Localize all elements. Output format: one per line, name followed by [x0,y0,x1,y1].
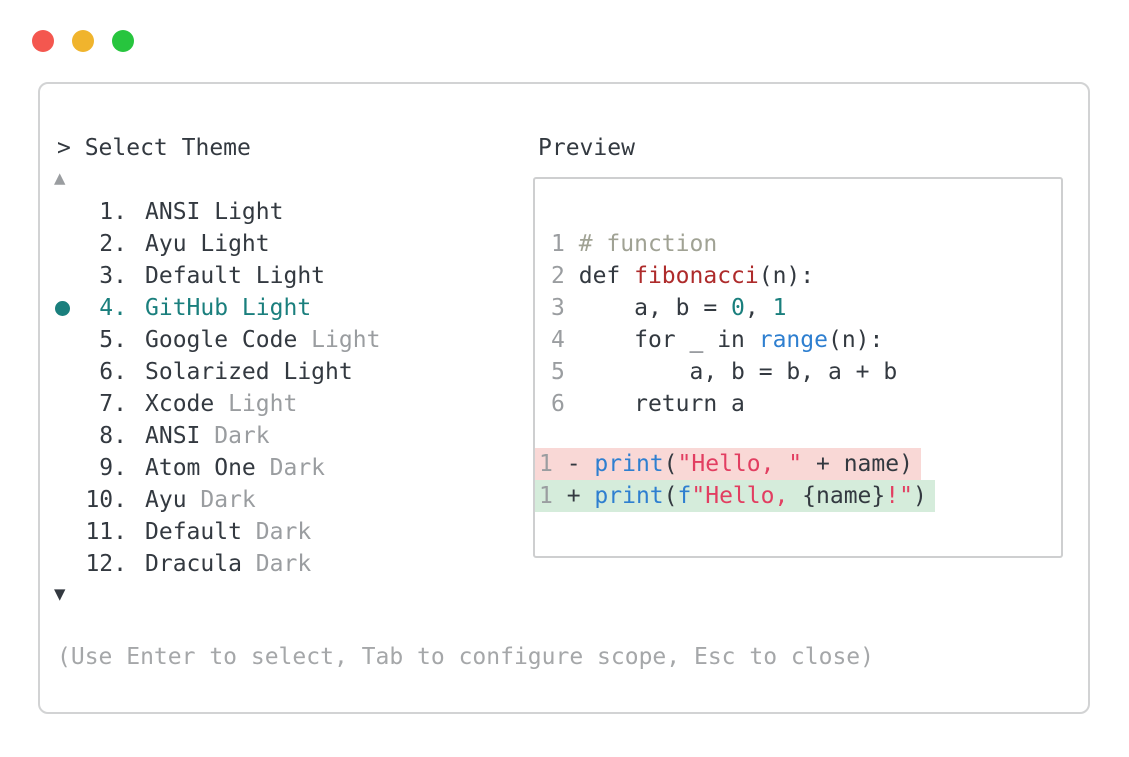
scroll-up-icon[interactable]: ▲ [54,167,66,189]
theme-list-item[interactable]: 1. ANSI Light [40,196,380,228]
theme-list-item[interactable]: 3. Default Light [40,260,380,292]
code-line: 1 # function [551,231,718,257]
code-line: 2 def fibonacci(n): [551,263,815,289]
theme-number: 8. [99,423,127,449]
theme-list-item[interactable]: 12. Dracula Dark [40,548,380,580]
diff-line-removed: 1 - print("Hello, " + name) [535,448,1061,480]
theme-picker-panel: > Select Theme Preview ▲ 1. ANSI Light 2. A… [38,82,1090,714]
theme-number: 1. [99,199,127,225]
theme-name: Google Code Light [145,327,381,353]
theme-list-item[interactable]: 11. Default Dark [40,516,380,548]
close-button[interactable] [32,30,54,52]
keyboard-hint: (Use Enter to select, Tab to configure s… [57,644,874,670]
preview-title: Preview [538,135,635,161]
code-line: 3 a, b = 0, 1 [551,295,787,321]
theme-list-item[interactable]: 10. Ayu Dark [40,484,380,516]
theme-number: 10. [85,487,127,513]
theme-name: Solarized Light [145,359,353,385]
theme-name: Ayu Light [145,231,270,257]
theme-number: 12. [85,551,127,577]
theme-list-item[interactable]: 7. Xcode Light [40,388,380,420]
code-line: 5 a, b = b, a + b [551,359,898,385]
prompt-title: > Select Theme [57,135,251,161]
theme-name: Atom One Dark [145,455,326,481]
minimize-button[interactable] [72,30,94,52]
code-line: 4 for _ in range(n): [551,327,884,353]
code-block: 1 # function 2 def fibonacci(n): 3 a, b = … [535,228,1061,420]
scroll-down-icon[interactable]: ▼ [54,583,66,605]
theme-number: 5. [99,327,127,353]
theme-name: ANSI Dark [145,423,270,449]
theme-number: 7. [99,391,127,417]
theme-name: Ayu Dark [145,487,256,513]
theme-list-item[interactable]: 8. ANSI Dark [40,420,380,452]
theme-list-item[interactable]: 5. Google Code Light [40,324,380,356]
theme-list-item[interactable]: 4. GitHub Light [40,292,380,324]
theme-name: ANSI Light [145,199,284,225]
theme-name: GitHub Light [145,295,312,321]
diff-line-added: 1 + print(f"Hello, {name}!") [535,480,1061,512]
zoom-button[interactable] [112,30,134,52]
theme-number: 9. [99,455,127,481]
theme-list: 1. ANSI Light 2. Ayu Light 3. Default Light 4.… [40,196,380,580]
theme-number: 4. [99,295,127,321]
theme-name: Dracula Dark [145,551,312,577]
theme-list-item[interactable]: 9. Atom One Dark [40,452,380,484]
theme-name: Xcode Light [145,391,298,417]
window-controls [32,30,134,52]
code-line: 6 return a [551,391,745,417]
theme-number: 3. [99,263,127,289]
preview-pane: 1 # function 2 def fibonacci(n): 3 a, b = … [533,177,1063,558]
theme-name: Default Dark [145,519,312,545]
theme-number: 6. [99,359,127,385]
theme-list-item[interactable]: 6. Solarized Light [40,356,380,388]
theme-list-item[interactable]: 2. Ayu Light [40,228,380,260]
selected-bullet-icon [40,300,84,316]
theme-name: Default Light [145,263,326,289]
theme-number: 11. [85,519,127,545]
diff-block: 1 - print("Hello, " + name)1 + print(f"H… [535,448,1061,512]
theme-number: 2. [99,231,127,257]
